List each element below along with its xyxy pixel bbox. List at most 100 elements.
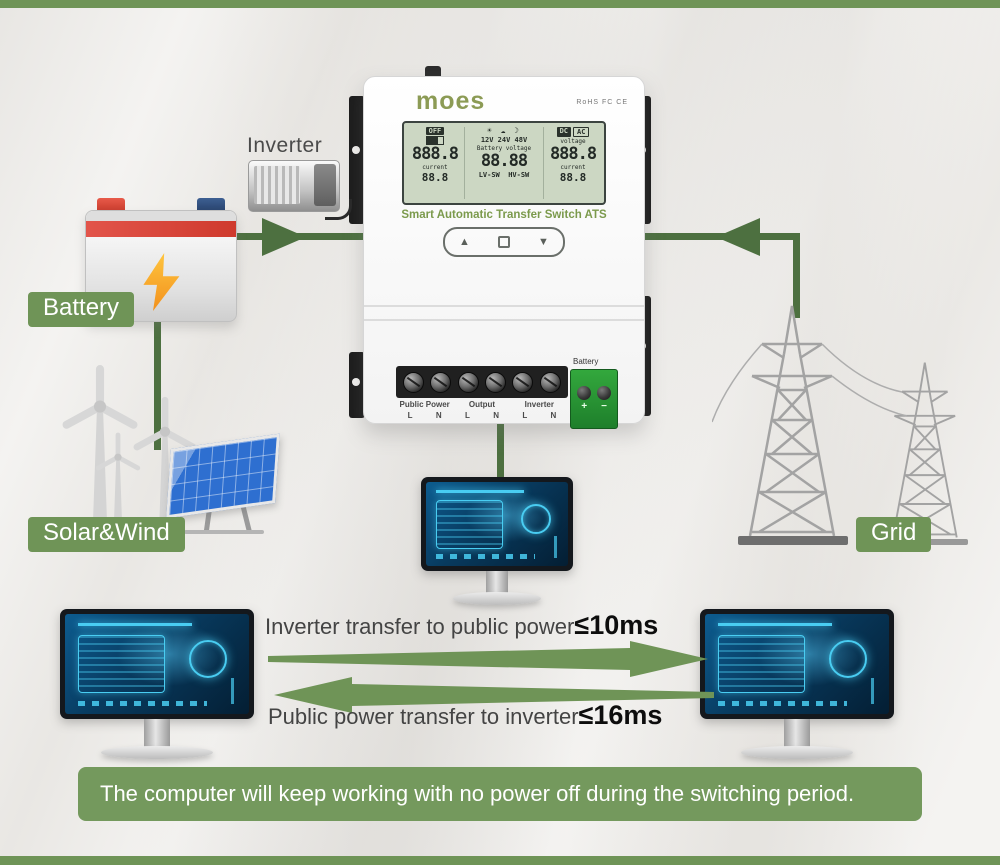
off-indicator: OFF [425,127,445,135]
screen-graphic [717,635,805,693]
monitor-screen [705,614,889,714]
battery-terminal-screws [577,386,611,400]
lcd-right-voltage: 888.8 [549,144,597,164]
voltage-options: 12V 24V 48V [480,136,528,144]
switch-labels: LV-SW HV-SW [478,171,530,179]
transfer-line1-text: Inverter transfer to public power [265,614,575,639]
lcd-left-current: 88.8 [421,171,449,184]
monitor-base [100,746,214,759]
lcd-middle-column: ☀ ☁ ☽ 12V 24V 48V Battery voltage 88.88 … [463,126,545,199]
screen-graphic [188,640,227,678]
terminal-screw [539,371,561,393]
monitor-bezel [60,609,254,719]
monitor-stand [144,719,170,749]
voltage-label: voltage [560,138,586,145]
arrow-right-icon [268,641,708,677]
lcd-display: OFF 888.8 current 88.8 ☀ ☁ ☽ 12V 24V 48V… [402,121,606,205]
battery-voltage-value: 88.88 [480,151,528,171]
terminal-strip [396,366,568,398]
inverter-fins [254,166,300,204]
note-box: The computer will keep working with no p… [78,767,922,821]
grid-flow-arrow-icon [716,218,760,256]
menu-button [497,236,510,248]
monitor-base [740,746,854,759]
weather-mode-icons: ☀ ☁ ☽ [486,126,522,135]
screen-graphic [717,623,832,626]
down-button: ▼ [538,235,549,248]
battery-top-band [86,211,236,221]
grid-line-vertical [793,233,800,318]
battery-terminal-block: +− [570,369,618,429]
transfer-line2-text: Public power transfer to inverter [268,704,579,729]
current-label: current [422,164,448,171]
wind-turbine-icon [95,432,141,527]
screen-graphic [717,701,847,706]
dc-tag: DC [556,127,572,137]
mount-tab-left-bottom [349,352,365,418]
case-seam [364,305,644,307]
inverter-endcap [314,164,336,206]
battery-badge: Battery [28,292,135,327]
inverter-terminal-label: Inverter [524,400,554,409]
lcd-left-column: OFF 888.8 current 88.8 [406,127,464,199]
transfer-line1-time: ≤10ms [574,610,659,640]
polarity-marks: +− [581,402,607,412]
terminal-screw [577,386,591,400]
grid-badge: Grid [856,517,932,552]
screen-graphic [828,640,867,678]
monitor-bezel [421,477,573,571]
output-monitor [421,477,573,605]
terminal-screw [597,386,611,400]
monitor-base [452,592,542,605]
mount-hole [352,378,360,386]
lcd-right-current: 88.8 [559,171,587,184]
arrow-left-icon [274,677,714,713]
screen-graphic [553,535,557,558]
screen-graphic [77,701,207,706]
left-monitor [60,609,254,759]
screen-graphic [77,623,192,626]
inverter-illustration [248,160,352,220]
minus-mark: − [601,401,607,412]
transfer-line2: Public power transfer to inverter≤16ms [268,700,662,731]
terminal-screw [457,371,479,393]
screen-graphic [520,503,551,534]
wire-letter: N [435,411,442,420]
battery-red-stripe [86,221,236,237]
monitor-screen [65,614,249,714]
battery-voltage-label: Battery voltage [476,145,532,152]
power-towers-illustration [712,304,968,545]
terminal-screw [403,371,425,393]
monitor-stand [784,719,810,749]
screen-graphic [77,635,165,693]
monitor-screen [426,482,568,566]
brand-logo: moes [416,87,486,115]
up-button: ▲ [459,235,470,248]
screen-graphic [435,499,504,549]
case-seam [364,319,644,321]
wire-letter: L [407,411,413,420]
plus-mark: + [581,401,587,412]
monitor-bezel [700,609,894,719]
top-accent-bar [0,0,1000,8]
screen-graphic [871,678,875,704]
ats-device: moes RoHS FC CE OFF 888.8 current 88.8 ☀… [363,76,645,429]
monitor-stand [486,571,508,595]
inverter-cable [325,199,352,220]
device-title: Smart Automatic Transfer Switch ATS [401,209,607,221]
terminal-screw [430,371,452,393]
right-monitor [700,609,894,759]
solar-panel-illustration [166,433,280,536]
battery-terminal-label: Battery [573,357,599,366]
bottom-accent-bar [0,856,1000,865]
battery-to-solar-line [154,320,161,450]
terminal-screw [512,371,534,393]
wire-letter: L [522,411,528,420]
public-power-label: Public Power [399,400,450,409]
ats-to-monitor-line [497,420,504,482]
screen-graphic [231,678,235,704]
wire-letter: N [550,411,557,420]
